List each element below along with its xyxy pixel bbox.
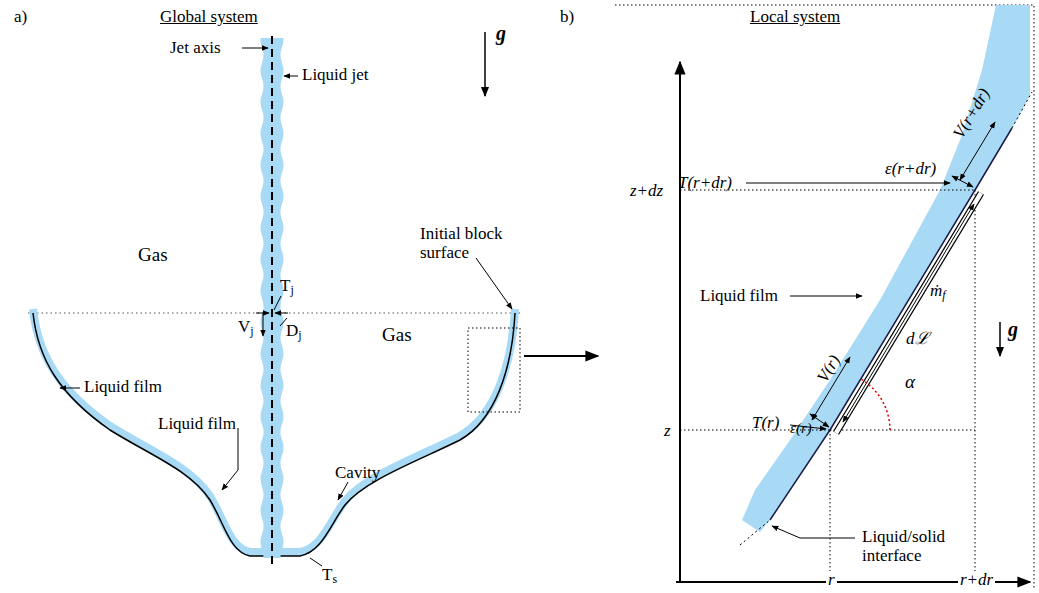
part-label: Liquid jet [302,66,369,85]
variable-label: T(r) [752,414,779,433]
part-label: Liquid film [158,415,236,434]
panel-letter: b) [560,8,574,27]
variable-label: Vj [238,318,254,338]
panel-letter: a) [14,8,27,27]
variable-label: Dj [286,322,302,342]
axis-value: r [826,571,837,590]
film-band [742,5,1030,532]
variable-label: Ts [322,566,337,586]
variable-label: ε(r+dr) [885,160,936,179]
axis-value: r+dr [958,571,995,590]
panel-title: Local system [750,8,840,27]
liquid-solid-interface [770,128,1012,520]
panel-title: Global system [160,8,258,27]
part-label: Liquid/solid interface [862,528,957,565]
jet-axis [271,36,273,566]
variable-label: ṁf [930,282,946,302]
region-label: Gas [138,245,168,266]
region-label: Gas [382,325,412,346]
axis-value: z [664,422,671,441]
variable-label: dℒ [906,330,929,349]
variable-label: Tj [280,277,294,297]
variable-label: ε(r) [790,420,812,437]
part-label: Liquid film [84,378,162,397]
part-label: Cavity [335,464,380,483]
axis-value: z+dz [630,182,663,201]
gravity-symbol: g [496,22,506,44]
gravity-symbol: g [1008,318,1018,340]
part-label: Jet axis [170,39,221,58]
part-label: Initial block surface [420,225,520,262]
variable-label: T(r+dr) [678,174,732,193]
part-label: Liquid film [700,287,778,306]
angle-label: α [905,372,915,393]
